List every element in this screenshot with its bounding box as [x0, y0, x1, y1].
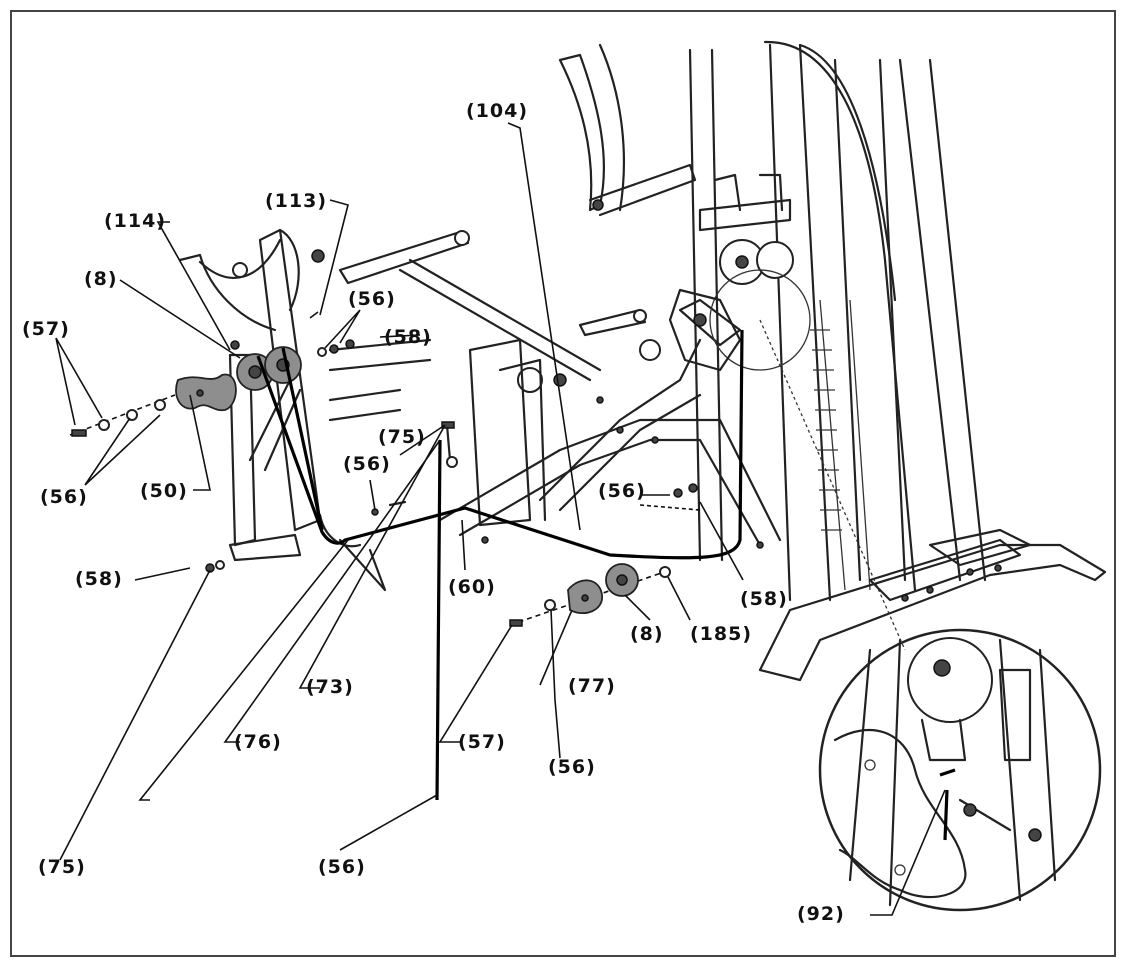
label-part-73: (73) [306, 676, 354, 698]
diagram-border [10, 10, 1116, 957]
label-part-56-center: (56) [343, 453, 391, 475]
cable-center [435, 439, 442, 801]
label-part-58-upper: (58) [384, 326, 432, 348]
label-part-56-left: (56) [40, 486, 88, 508]
cable-riser [281, 347, 324, 531]
label-part-56-bottom: (56) [318, 856, 366, 878]
seat-frame [328, 338, 782, 549]
label-part-8-lower: (8) [630, 623, 664, 645]
detail-callout [759, 319, 1102, 912]
label-part-185: (185) [690, 623, 753, 645]
label-leaders [55, 122, 946, 916]
part-50-bracket [175, 373, 237, 412]
label-part-114: (114) [104, 210, 167, 232]
label-part-57-lower: (57) [458, 731, 506, 753]
weight-stack [810, 329, 842, 531]
label-part-75-lower: (75) [38, 856, 86, 878]
left-hardware [69, 311, 355, 573]
label-part-56-upper: (56) [348, 288, 396, 310]
label-part-56-right: (56) [598, 480, 646, 502]
label-part-77: (77) [568, 675, 616, 697]
upper-pulleys [698, 173, 811, 371]
label-part-75-upper: (75) [378, 426, 426, 448]
label-part-57-upper: (57) [22, 318, 70, 340]
lower-right-pulley [509, 483, 701, 627]
press-arms [558, 43, 742, 347]
label-part-58-left: (58) [75, 568, 123, 590]
label-part-60: (60) [448, 576, 496, 598]
label-part-50: (50) [140, 480, 188, 502]
cable-104 [256, 329, 744, 560]
label-part-92: (92) [797, 903, 845, 925]
base-frame [758, 528, 1107, 682]
label-part-104: (104) [466, 100, 529, 122]
center-hardware [318, 421, 458, 592]
label-part-8-upper: (8) [84, 268, 118, 290]
tower-frame [688, 40, 987, 602]
leg-extension-bar [338, 230, 742, 393]
label-part-76: (76) [234, 731, 282, 753]
label-part-56-lower: (56) [548, 756, 596, 778]
label-part-58-right: (58) [740, 588, 788, 610]
label-part-113: (113) [265, 190, 328, 212]
